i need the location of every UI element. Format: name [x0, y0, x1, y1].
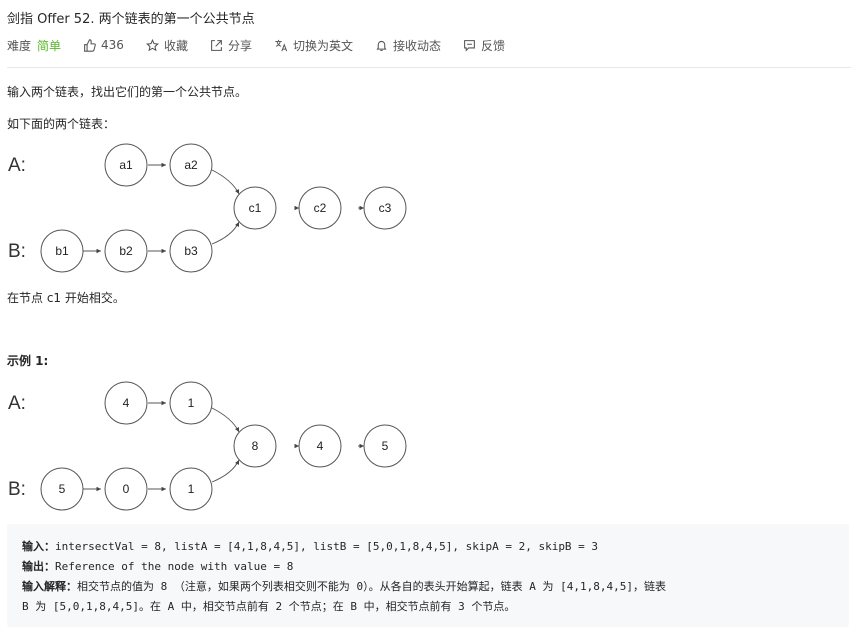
- edge-1-8-b: [211, 459, 240, 483]
- node-ex-8: 8: [233, 424, 277, 468]
- list-a-label: A:: [8, 155, 26, 176]
- feedback-icon: [464, 39, 475, 52]
- node-b1: b1: [40, 229, 84, 273]
- share-label: 分享: [227, 38, 252, 53]
- node-b3: b3: [169, 229, 213, 273]
- example-diagram: A: B: 4 1 5 0 1 8 4 5: [8, 381, 407, 511]
- share-icon: [211, 39, 222, 51]
- node-ex-4: 4: [298, 424, 342, 468]
- svg-text:c3: c3: [379, 201, 392, 215]
- below-text: 如下面的两个链表：: [7, 117, 116, 131]
- feedback-button[interactable]: 反馈: [463, 37, 505, 54]
- svg-text:1: 1: [188, 482, 195, 496]
- node-ex-b-5: 5: [40, 467, 84, 511]
- node-ex-5: 5: [363, 424, 407, 468]
- example-code-block: 输入：intersectVal = 8, listA = [4,1,8,4,5]…: [7, 524, 849, 627]
- node-a2: a2: [169, 143, 213, 187]
- edge-1-8-a: [211, 407, 240, 433]
- edge-b3-c1: [211, 221, 240, 245]
- output-key: 输出：: [22, 560, 55, 573]
- example-list-b-label: B:: [8, 479, 26, 500]
- svg-text:4: 4: [123, 396, 130, 410]
- node-a1: a1: [104, 143, 148, 187]
- favorite-label: 收藏: [163, 38, 188, 53]
- example-title: 示例 1:: [7, 354, 49, 368]
- difficulty-value: 简单: [37, 38, 62, 53]
- example-input-line: 输入：intersectVal = 8, listA = [4,1,8,4,5]…: [22, 538, 598, 554]
- node-ex-b-0: 0: [104, 467, 148, 511]
- problem-title: 剑指 Offer 52. 两个链表的第一个公共节点: [7, 12, 255, 27]
- like-button[interactable]: 436: [83, 38, 124, 52]
- node-c1: c1: [233, 186, 277, 230]
- svg-text:5: 5: [382, 439, 389, 453]
- example-explain-line-2: B 为 [5,0,1,8,4,5]。在 A 中，相交节点前有 2 个节点；在 B…: [22, 600, 516, 613]
- svg-text:1: 1: [188, 396, 195, 410]
- svg-text:8: 8: [252, 439, 259, 453]
- subscribe-label: 接收动态: [392, 38, 441, 53]
- example-explain-line: 输入解释：相交节点的值为 8 （注意，如果两个列表相交则不能为 0）。从各自的表…: [22, 578, 666, 594]
- svg-text:0: 0: [123, 482, 130, 496]
- svg-text:4: 4: [317, 439, 324, 453]
- svg-text:c2: c2: [314, 201, 327, 215]
- intro-text: 输入两个链表，找出它们的第一个公共节点。: [7, 85, 248, 99]
- node-ex-a-4: 4: [104, 381, 148, 425]
- node-c2: c2: [298, 186, 342, 230]
- node-ex-b-1: 1: [169, 467, 213, 511]
- feedback-label: 反馈: [481, 38, 506, 53]
- list-b-label: B:: [8, 241, 26, 262]
- input-key: 输入：: [22, 540, 55, 553]
- svg-text:b1: b1: [55, 244, 69, 258]
- explain-value: 相交节点的值为 8 （注意，如果两个列表相交则不能为 0）。从各自的表头开始算起…: [77, 580, 666, 593]
- share-button[interactable]: 分享: [210, 37, 252, 54]
- bell-icon: [376, 40, 387, 51]
- translate-icon: [275, 39, 288, 51]
- favorite-button[interactable]: 收藏: [145, 37, 188, 54]
- example-output-line: 输出：Reference of the node with value = 8: [22, 558, 293, 574]
- explain-key: 输入解释：: [22, 580, 77, 593]
- difficulty: 难度 简单: [7, 37, 61, 54]
- node-c3: c3: [363, 186, 407, 230]
- node-ex-a-1: 1: [169, 381, 213, 425]
- translate-button[interactable]: 切换为英文: [274, 37, 353, 54]
- star-icon: [145, 38, 159, 51]
- svg-text:5: 5: [59, 482, 66, 496]
- input-value: intersectVal = 8, listA = [4,1,8,4,5], l…: [55, 540, 599, 553]
- problem-meta-bar: 难度 简单 436 收藏 分享 切换为英文 接收动态 反馈: [7, 36, 527, 54]
- linked-list-diagram: A: B: a1 a2 b1 b2 b3 c1 c2 c3: [8, 143, 407, 273]
- output-value: Reference of the node with value = 8: [55, 560, 294, 573]
- subscribe-button[interactable]: 接收动态: [375, 37, 441, 54]
- svg-text:a2: a2: [184, 158, 198, 172]
- header-divider: [7, 67, 851, 68]
- intersect-note: 在节点 c1 开始相交。: [7, 291, 125, 305]
- svg-text:b3: b3: [184, 244, 198, 258]
- node-b2: b2: [104, 229, 148, 273]
- like-count: 436: [101, 38, 124, 52]
- svg-text:a1: a1: [119, 158, 133, 172]
- thumbs-up-icon: [84, 38, 96, 52]
- example-list-a-label: A:: [8, 393, 26, 414]
- svg-text:b2: b2: [119, 244, 133, 258]
- translate-label: 切换为英文: [292, 38, 353, 53]
- edge-a2-c1: [211, 169, 240, 195]
- svg-text:c1: c1: [249, 201, 262, 215]
- difficulty-label: 难度: [7, 38, 32, 53]
